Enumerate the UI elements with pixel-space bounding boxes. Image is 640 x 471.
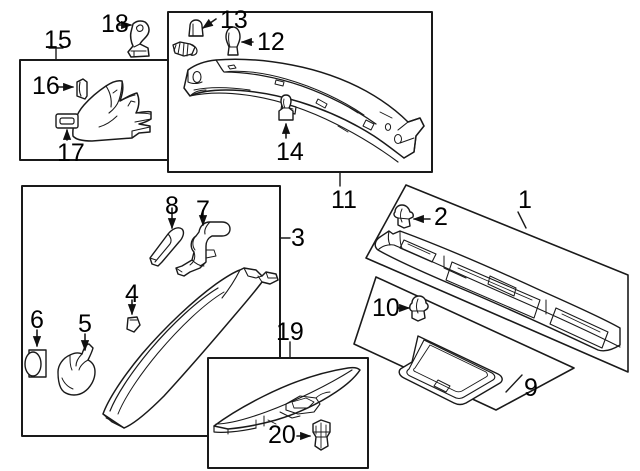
grab-handle-trim-part bbox=[213, 366, 361, 435]
callout-label-15: 15 bbox=[44, 26, 72, 54]
callout-leader-1 bbox=[517, 211, 527, 229]
callout-label-5: 5 bbox=[78, 310, 92, 338]
callout-label-6: 6 bbox=[30, 306, 44, 334]
callout-label-3: 3 bbox=[291, 224, 305, 252]
callout-label-4: 4 bbox=[125, 280, 139, 308]
callout-label-8: 8 bbox=[165, 192, 179, 220]
push-pin-retainer-12-part bbox=[225, 26, 241, 56]
push-pin-retainer-14-part bbox=[278, 94, 294, 121]
clip-fastener-2-part bbox=[393, 204, 414, 229]
callout-leader-9 bbox=[505, 374, 523, 393]
small-clip-4-part bbox=[126, 316, 141, 333]
clip-16-part bbox=[76, 78, 88, 100]
callout-label-17: 17 bbox=[57, 139, 85, 167]
bolt-screw-part bbox=[172, 41, 198, 57]
callout-arrow-13 bbox=[201, 18, 217, 29]
clip-fastener-10-part bbox=[409, 295, 429, 322]
callout-label-19: 19 bbox=[276, 318, 304, 346]
bracket-retainer-5-part bbox=[57, 343, 96, 396]
rear-package-tray-trim-panel bbox=[365, 184, 629, 373]
seat-belt-guide-7-part bbox=[175, 221, 231, 277]
callout-label-1: 1 bbox=[518, 186, 532, 214]
callout-label-20: 20 bbox=[268, 421, 296, 449]
callout-label-2: 2 bbox=[434, 203, 448, 231]
callout-label-13: 13 bbox=[220, 6, 248, 34]
callout-label-7: 7 bbox=[196, 196, 210, 224]
callout-label-16: 16 bbox=[32, 72, 60, 100]
cover-cap-6-part bbox=[24, 349, 47, 378]
callout-label-9: 9 bbox=[524, 374, 538, 402]
callout-label-12: 12 bbox=[257, 28, 285, 56]
bracket-18-part bbox=[127, 20, 150, 58]
roof-rail-trim-molding bbox=[183, 58, 425, 163]
callout-label-10: 10 bbox=[372, 294, 400, 322]
callout-leader-15 bbox=[48, 47, 64, 61]
callout-label-18: 18 bbox=[101, 10, 129, 38]
b-pillar-trim-panel bbox=[102, 267, 279, 429]
clip-fastener-20-part bbox=[312, 419, 331, 451]
c-pillar-trim-panel bbox=[72, 80, 152, 142]
cap-cover-17-part bbox=[55, 113, 79, 129]
callout-label-11: 11 bbox=[331, 186, 357, 214]
grommet-plug-13-part bbox=[188, 19, 204, 37]
callout-label-14: 14 bbox=[276, 138, 304, 166]
